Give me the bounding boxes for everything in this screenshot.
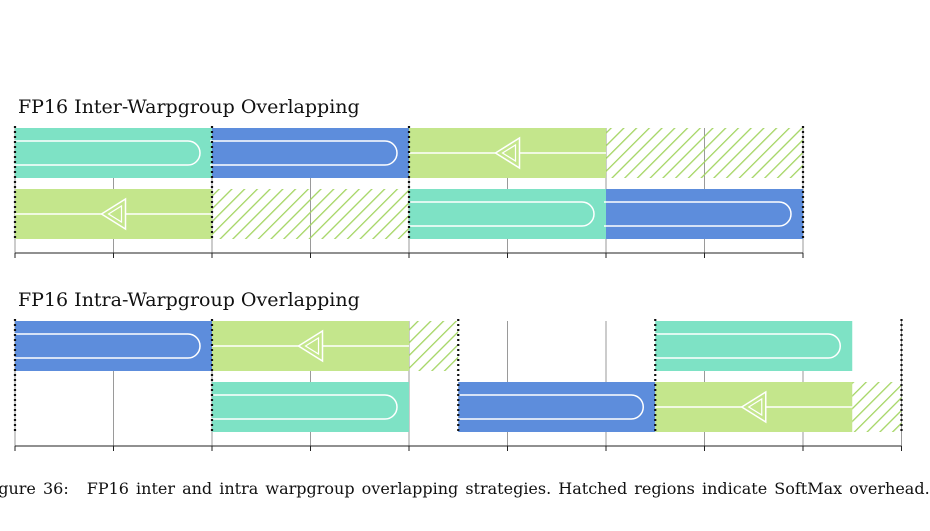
arrow-head-inner-icon bbox=[107, 204, 123, 224]
blue-block bbox=[15, 321, 212, 371]
hatch-block bbox=[409, 321, 459, 371]
hatch-block bbox=[852, 382, 902, 432]
inter-panel bbox=[13, 126, 805, 258]
pill-glyph-icon bbox=[407, 201, 595, 227]
blue-block bbox=[606, 189, 803, 239]
blue-block bbox=[212, 128, 409, 178]
arrow-head-inner-icon bbox=[304, 336, 320, 356]
arrow-head-inner-icon bbox=[747, 397, 763, 417]
figure-caption: Figure 36: FP16 inter and intra warpgroup… bbox=[0, 479, 930, 499]
pill-glyph-icon bbox=[13, 333, 201, 359]
inter-panel-title: FP16 Inter-Warpgroup Overlapping bbox=[18, 96, 360, 118]
pill-glyph-icon bbox=[13, 140, 201, 166]
arrow-head-icon bbox=[740, 390, 767, 424]
pill-glyph-icon bbox=[653, 333, 841, 359]
teal-block bbox=[655, 321, 853, 371]
pill-glyph-icon bbox=[210, 394, 398, 420]
teal-block bbox=[212, 382, 409, 432]
teal-block bbox=[409, 189, 606, 239]
arrow-head-icon bbox=[100, 197, 127, 231]
arrow-head-inner-icon bbox=[501, 143, 517, 163]
caption-label: Figure 36: bbox=[0, 479, 69, 498]
hatch-block bbox=[606, 128, 803, 178]
blue-block bbox=[458, 382, 656, 432]
pill-glyph-icon bbox=[456, 394, 644, 420]
intra-panel-title: FP16 Intra-Warpgroup Overlapping bbox=[18, 289, 360, 311]
pill-glyph-icon bbox=[210, 140, 398, 166]
arrow-head-icon bbox=[297, 329, 324, 363]
pill-glyph-icon bbox=[604, 201, 792, 227]
intra-panel bbox=[13, 319, 903, 451]
hatch-block bbox=[212, 189, 409, 239]
teal-block bbox=[15, 128, 212, 178]
arrow-head-icon bbox=[494, 136, 521, 170]
caption-text: FP16 inter and intra warpgroup overlappi… bbox=[86, 479, 930, 498]
